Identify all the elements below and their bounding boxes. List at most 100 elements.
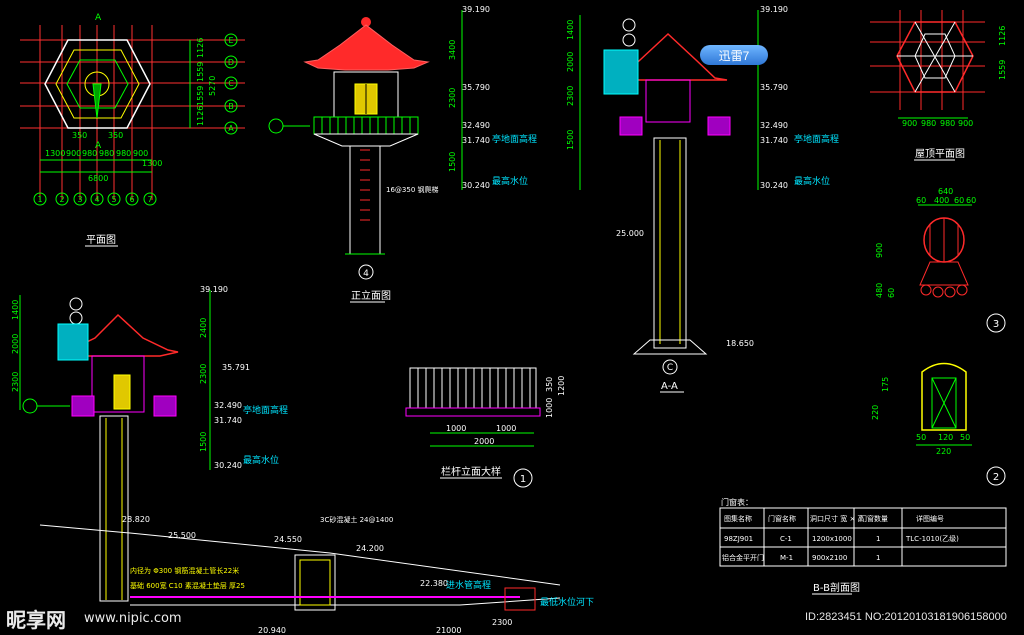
aa-h-dim-4: 1500 — [566, 130, 575, 150]
bb-elev-10: 22.380 — [420, 579, 448, 588]
railing-number: 1 — [520, 474, 526, 485]
plan-span-6: 900 — [133, 149, 148, 158]
roof-plan: 900 980 980 900 1126 1559 屋顶平面图 — [870, 10, 1007, 161]
d3-side-1: 900 — [875, 243, 884, 258]
railing-side-3: 1200 — [557, 376, 566, 396]
table-r2-c2: M-1 — [780, 554, 793, 562]
bb-dim-bottom-2: 2300 — [492, 618, 512, 627]
table-r2-c4: 1 — [876, 554, 880, 562]
aa-h-dim-1: 1400 — [566, 20, 575, 40]
plan-axis-3: 3 — [77, 195, 82, 204]
plan-section-mark-bottom: A — [95, 141, 102, 151]
plan-axis-2: 2 — [59, 195, 64, 204]
aa-elev-5: 30.240 — [760, 181, 788, 190]
section-bb: 1400 2000 2300 2400 2300 1500 39.190 35.… — [11, 285, 594, 635]
d3-dim-1: 60 — [916, 196, 926, 205]
d2-side-1: 175 — [881, 377, 890, 392]
d2-dim-2: 120 — [938, 433, 953, 442]
plan-axis-A: A — [228, 124, 234, 133]
bb-deck-label: 亭地面高程 — [243, 404, 288, 416]
roof-side-dim-1: 1126 — [998, 26, 1007, 46]
plan-axis-5: 5 — [111, 195, 116, 204]
table-header-4: 门窗数量 — [860, 514, 888, 523]
plan-vert-dim-4: 1559 — [196, 86, 205, 106]
railing-side-1: 350 — [545, 377, 554, 392]
d3-side-3: 60 — [887, 288, 896, 298]
bb-low-water: 最低水位河下 — [540, 596, 594, 608]
d2-side-2: 220 — [871, 405, 880, 420]
plan-span-5: 980 — [116, 149, 131, 158]
bb-h-dim-1: 1400 — [11, 300, 20, 320]
plan-vert-dim-1: 1126 — [196, 38, 205, 58]
section-aa: C A-A 1400 2000 2300 1500 39.190 35.790 … — [566, 5, 839, 393]
front-water-label: 最高水位 — [492, 175, 528, 187]
aa-elev-2: 35.790 — [760, 83, 788, 92]
d2-dim-1: 50 — [916, 433, 926, 442]
aa-elev-1: 39.190 — [760, 5, 788, 14]
table-r1-c1: 98ZJ901 — [724, 535, 753, 543]
aa-elev-7: 18.650 — [726, 339, 754, 348]
table-header-5: 详图编号 — [916, 514, 944, 523]
bb-elev-11: 20.940 — [258, 626, 286, 635]
bb-elev-2: 35.791 — [222, 363, 250, 372]
table-r1-c5: TLC-1010(乙级) — [905, 534, 959, 543]
plan-axis-4: 4 — [94, 195, 99, 204]
railing-detail: 1000 1000 2000 350 1000 1200 栏杆立面大样 1 — [405, 367, 566, 488]
bb-elev-9: 24.200 — [356, 544, 384, 553]
plan-axis-C: C — [228, 79, 234, 88]
plan-vert-dim-2: 1559 — [196, 62, 205, 82]
bb-elev-5: 30.240 — [214, 461, 242, 470]
aa-elev-4: 31.740 — [760, 136, 788, 145]
front-elev-5: 30.240 — [462, 181, 490, 190]
front-h-dim-1: 3400 — [448, 40, 457, 60]
thunder-badge[interactable]: 迅雷7 — [700, 45, 768, 65]
d3-dim-2: 400 — [934, 196, 949, 205]
d2-total: 220 — [936, 447, 951, 456]
aa-elev-6: 25.000 — [616, 229, 644, 238]
table-r1-c2: C-1 — [780, 535, 792, 543]
bb-top-note: 3C砂混凝土 24@1400 — [320, 515, 393, 524]
d2-dim-3: 50 — [960, 433, 970, 442]
front-ladder-note: 16@350 钢爬梯 — [386, 185, 439, 194]
plan-span-1: 1300 — [45, 149, 65, 158]
bb-pipe-note: 内径为 Φ300 钢筋混凝土管长22米 — [130, 566, 239, 575]
front-elev-3: 32.490 — [462, 121, 490, 130]
d3-side-2: 480 — [875, 283, 884, 298]
bb-title: B-B剖面图 — [813, 581, 860, 594]
table-r2-c3: 900x2100 — [812, 554, 847, 562]
aa-deck-label: 亭地面高程 — [794, 133, 839, 145]
front-deck-label: 亭地面高程 — [492, 133, 537, 145]
front-h-dim-3: 1500 — [448, 152, 457, 172]
roof-plan-title: 屋顶平面图 — [915, 148, 965, 160]
d3-dim-4: 60 — [966, 196, 976, 205]
bb-elev-3: 32.490 — [214, 401, 242, 410]
railing-title: 栏杆立面大样 — [441, 465, 501, 478]
roof-dim-3: 980 — [940, 119, 955, 128]
plan-axis-1: 1 — [37, 195, 42, 204]
front-axis-label: 4 — [363, 269, 369, 279]
plan-axis-D: D — [228, 58, 234, 67]
table-r2-c1: 铝合金平开门 — [722, 553, 764, 562]
railing-dim-2: 1000 — [496, 424, 516, 433]
plan-axis-6: 6 — [129, 195, 134, 204]
bb-base-note: 基础 600宽 C10 素混凝土垫层 厚25 — [130, 581, 245, 590]
table-header-3: 洞口尺寸 宽 × 高 — [810, 514, 865, 523]
door-window-table: 门窗表： 图集名称 门窗名称 洞口尺寸 宽 × 高 门窗数量 详图编号 98ZJ… — [719, 497, 1007, 595]
railing-total: 2000 — [474, 437, 494, 446]
plan-span-7: 1300 — [142, 159, 162, 168]
d3-number: 3 — [993, 319, 999, 330]
aa-elev-3: 32.490 — [760, 121, 788, 130]
bb-elev-8: 24.550 — [274, 535, 302, 544]
bb-h-dim-5: 2300 — [199, 364, 208, 384]
plan-title: 平面图 — [86, 234, 116, 246]
table-r1-c4: 1 — [876, 535, 880, 543]
aa-h-dim-2: 2000 — [566, 52, 575, 72]
bb-h-dim-4: 2400 — [199, 318, 208, 338]
plan-span-3: 980 — [82, 149, 97, 158]
d3-dim-top: 640 — [938, 187, 953, 196]
plan-axis-E: E — [228, 36, 233, 45]
table-header-2: 门窗名称 — [768, 514, 796, 523]
bb-elev-7: 25.500 — [168, 531, 196, 540]
bb-elev-4: 31.740 — [214, 416, 242, 425]
